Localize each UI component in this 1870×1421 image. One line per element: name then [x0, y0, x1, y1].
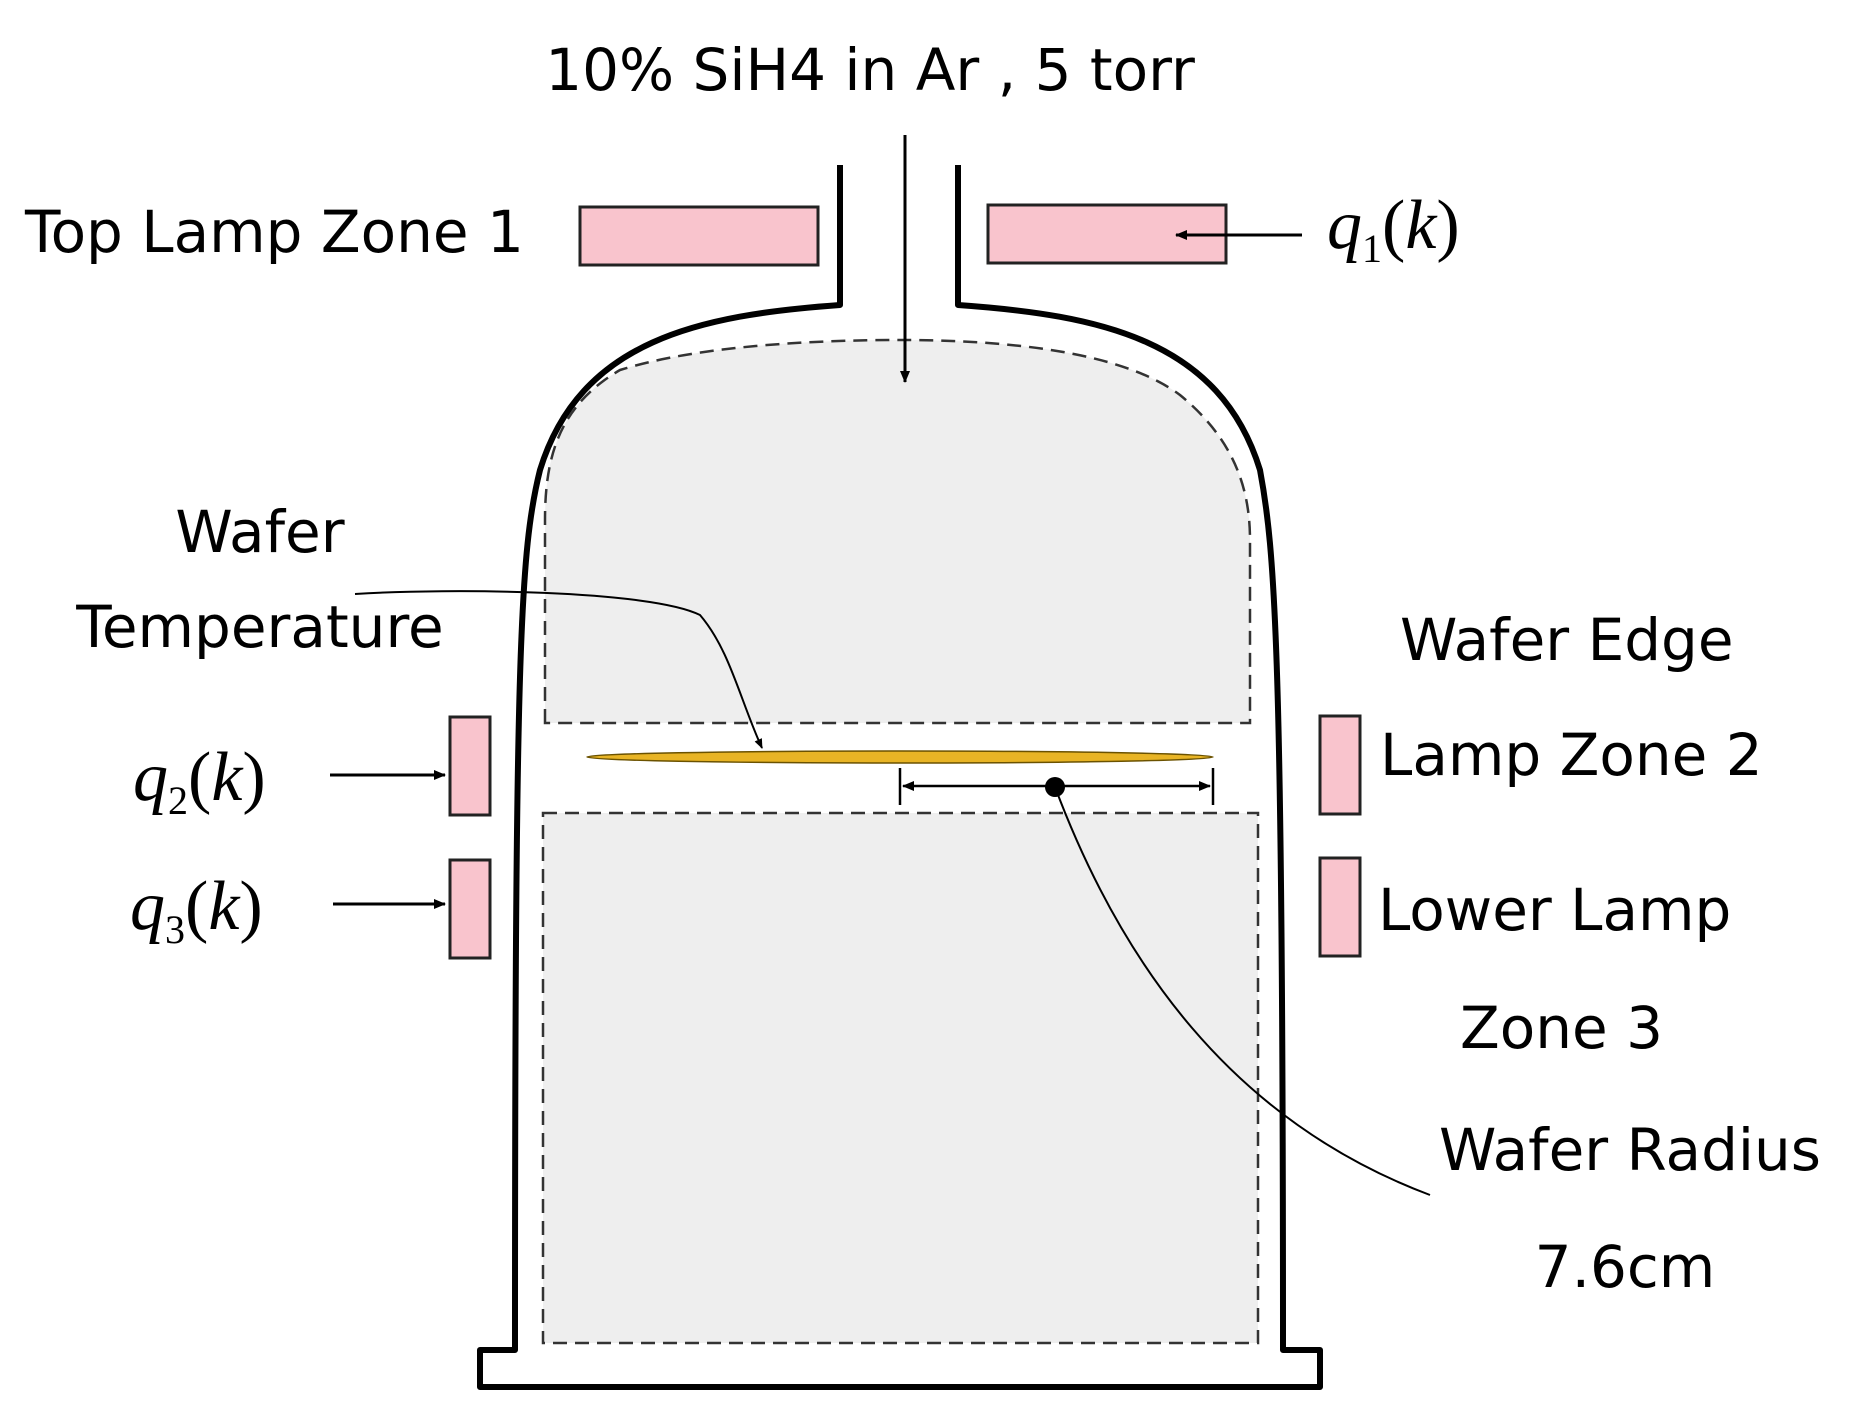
- upper-process-zone: [543, 338, 1252, 725]
- edge-lamp-right: [1318, 714, 1362, 816]
- lower-lamp-left: [448, 858, 492, 960]
- lower-lamp-right: [1318, 856, 1362, 958]
- edge-lamp-left: [448, 715, 492, 817]
- q3-subscript: 3: [165, 907, 185, 952]
- wafer-edge-label-line1: Wafer Edge: [1400, 606, 1734, 674]
- q3-open-paren: (: [185, 868, 208, 945]
- q2-close-paren: ): [242, 739, 265, 816]
- q2-symbol: q: [133, 739, 168, 816]
- wafer: [586, 750, 1214, 764]
- q1-label: q1(k): [1327, 187, 1460, 271]
- lower-process-zone: [541, 811, 1260, 1345]
- q1-argument: k: [1405, 187, 1438, 264]
- q3-symbol: q: [130, 868, 165, 945]
- top-lamp-left: [578, 205, 820, 267]
- chamber-wall: [477, 165, 1323, 1390]
- wafer-temperature-label-line1: Wafer: [175, 498, 344, 566]
- top-lamp-label: Top Lamp Zone 1: [24, 198, 524, 266]
- q3-close-paren: ): [239, 868, 262, 945]
- q3-label: q3(k): [130, 868, 263, 952]
- wafer-radius-label-line2: 7.6cm: [1535, 1233, 1716, 1301]
- q2-label: q2(k): [133, 739, 266, 823]
- lower-lamp-label-line1: Lower Lamp: [1378, 876, 1731, 944]
- q2-argument: k: [211, 739, 244, 816]
- q2-subscript: 2: [168, 778, 188, 823]
- gas-inlet-label: 10% SiH4 in Ar , 5 torr: [545, 36, 1195, 104]
- q1-close-paren: ): [1436, 187, 1459, 264]
- q1-open-paren: (: [1382, 187, 1405, 264]
- q2-open-paren: (: [188, 739, 211, 816]
- wafer-temperature-label-line2: Temperature: [75, 593, 443, 661]
- q1-symbol: q: [1327, 187, 1362, 264]
- wafer-radius-label-line1: Wafer Radius: [1439, 1116, 1821, 1184]
- lower-lamp-label-line2: Zone 3: [1460, 994, 1663, 1062]
- wafer-temperature-leader: [354, 590, 763, 749]
- q3-argument: k: [208, 868, 241, 945]
- wafer-radius-leader: [1054, 786, 1431, 1196]
- wafer-edge-label-line2: Lamp Zone 2: [1380, 721, 1763, 789]
- q1-subscript: 1: [1362, 226, 1382, 271]
